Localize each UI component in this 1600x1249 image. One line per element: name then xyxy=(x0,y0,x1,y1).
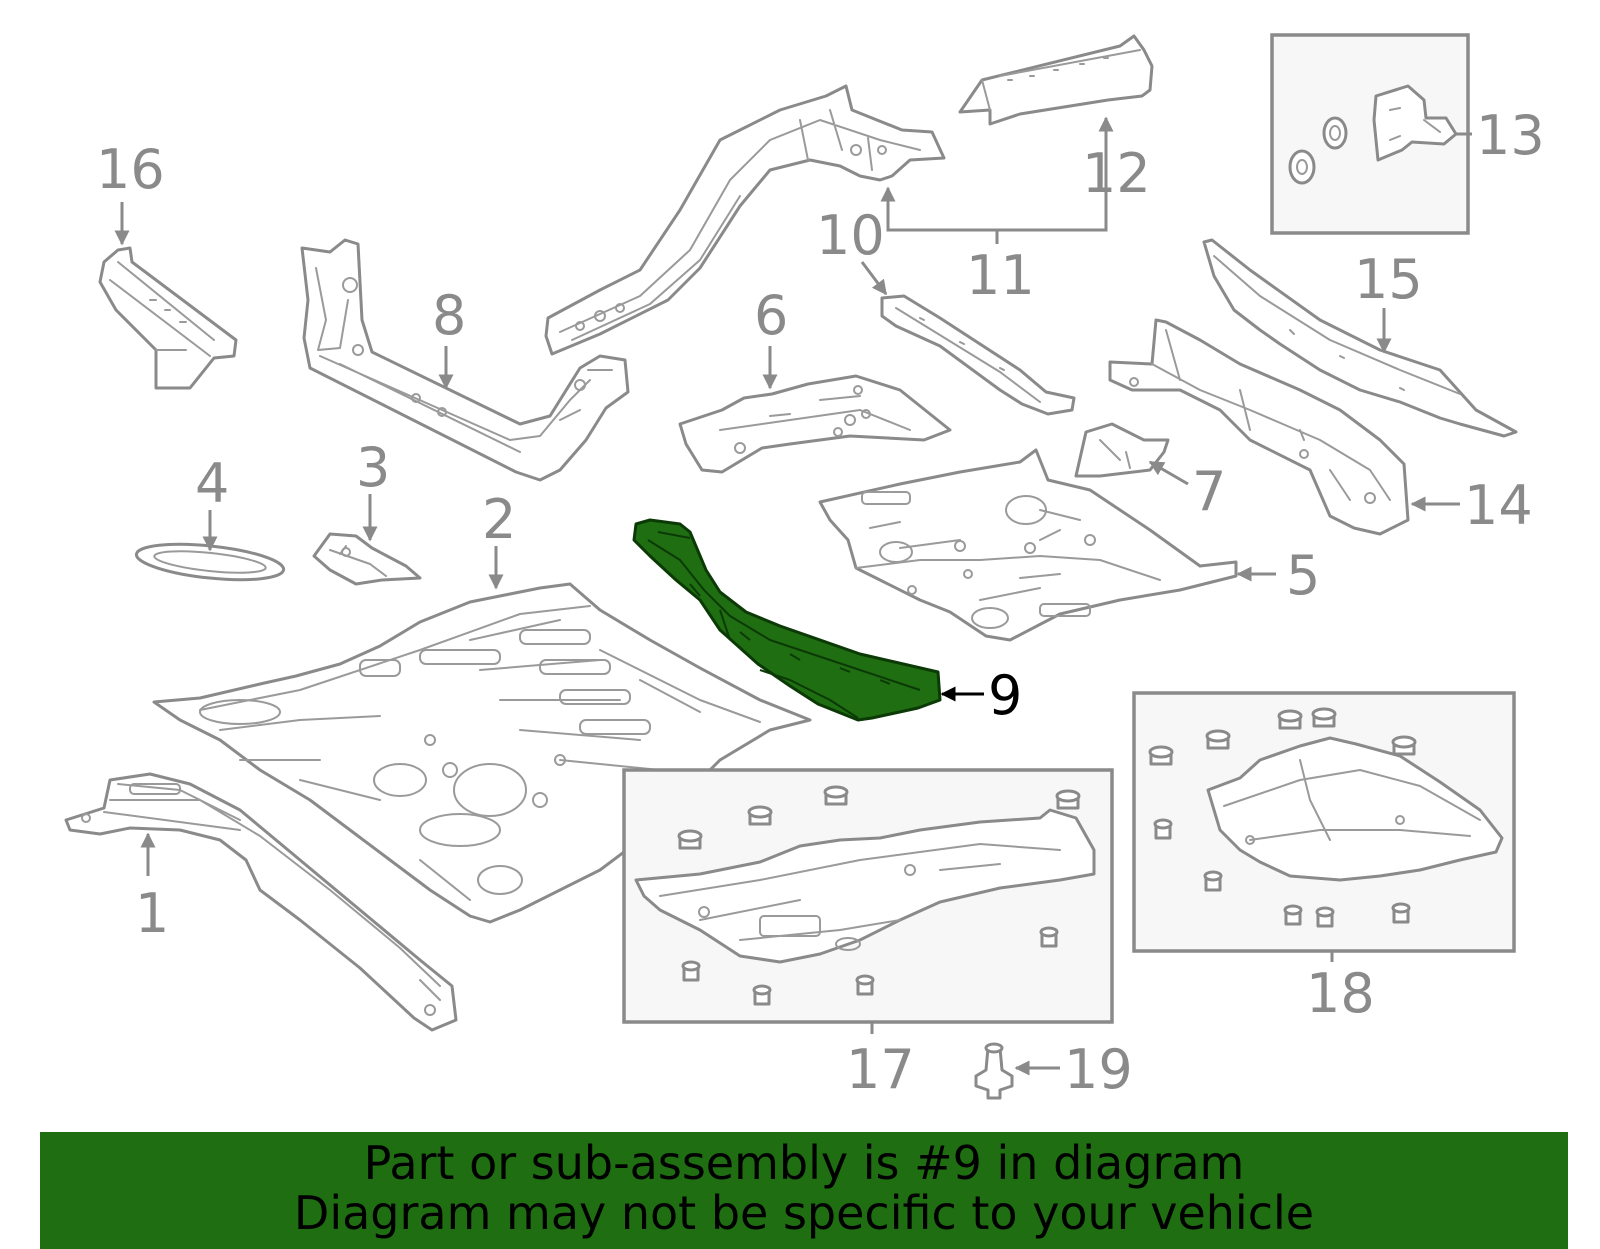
callout-19: 19 xyxy=(1064,1038,1133,1101)
part-9-crossmember-highlighted[interactable] xyxy=(632,518,942,722)
callout-7: 7 xyxy=(1192,460,1226,523)
part-7-bracket xyxy=(1074,422,1170,478)
callout-3: 3 xyxy=(356,436,390,499)
callout-10: 10 xyxy=(816,204,885,267)
part-17-box xyxy=(622,768,1114,1024)
callout-13: 13 xyxy=(1476,104,1545,167)
callout-12: 12 xyxy=(1082,142,1151,205)
part-1-side-sill xyxy=(64,772,458,1032)
part-8-panel xyxy=(300,238,630,482)
leader-lines xyxy=(114,116,1472,1076)
part-19-clip xyxy=(974,1042,1014,1100)
callout-18: 18 xyxy=(1306,962,1375,1025)
callout-8: 8 xyxy=(432,284,466,347)
callout-4: 4 xyxy=(195,452,229,515)
part-12-reinforcement xyxy=(958,34,1154,126)
part-2-rear-floor xyxy=(152,582,812,924)
part-16-bracket xyxy=(98,246,238,390)
info-banner: Part or sub-assembly is #9 in diagram Di… xyxy=(40,1132,1568,1249)
callout-2: 2 xyxy=(482,488,516,551)
callout-11: 11 xyxy=(966,244,1035,307)
part-15-member xyxy=(1202,238,1518,438)
callout-17: 17 xyxy=(846,1038,915,1101)
part-6-floor-panel xyxy=(678,374,952,474)
clip-icons-17 xyxy=(677,785,1081,1006)
part-5-floor-pan xyxy=(818,448,1238,642)
callout-6: 6 xyxy=(754,284,788,347)
part-3-bracket xyxy=(312,532,422,586)
callout-16: 16 xyxy=(96,138,165,201)
callout-9: 9 xyxy=(988,664,1022,727)
callout-5: 5 xyxy=(1286,544,1320,607)
part-18-box xyxy=(1132,691,1516,953)
banner-line-1: Part or sub-assembly is #9 in diagram xyxy=(363,1136,1245,1190)
part-13-box xyxy=(1270,33,1470,235)
part-10-bar xyxy=(880,294,1076,416)
callout-15: 15 xyxy=(1354,248,1423,311)
callout-14: 14 xyxy=(1464,474,1533,537)
clip-icons-18 xyxy=(1148,707,1417,928)
part-14-side-member xyxy=(1108,318,1410,536)
callout-1: 1 xyxy=(135,882,169,945)
banner-line-2: Diagram may not be specific to your vehi… xyxy=(293,1186,1315,1240)
callout-labels: 1 2 3 4 5 6 7 8 9 10 11 12 13 14 15 16 1… xyxy=(96,104,1545,1101)
